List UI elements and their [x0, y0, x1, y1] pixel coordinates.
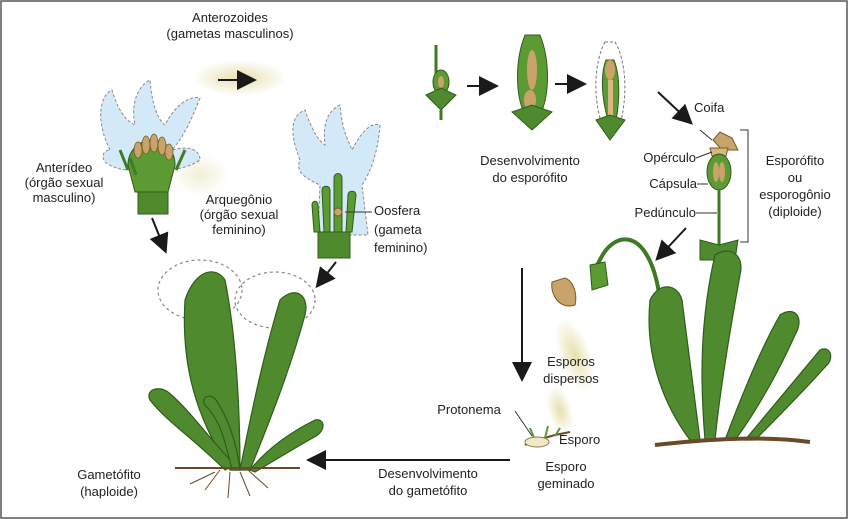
label-anterideo-3: masculino)	[33, 190, 96, 205]
label-arquegonio-3: feminino)	[212, 222, 265, 237]
label-esporo: Esporo	[559, 432, 600, 447]
label-oosfera: Oosfera	[374, 203, 421, 218]
label-anterideo: Anterídeo	[36, 160, 92, 175]
label-coifa: Coifa	[694, 100, 725, 115]
label-esporos-dispersos-2: dispersos	[543, 371, 599, 386]
label-esporofito-ou: ou	[788, 170, 802, 185]
label-esporofito: Esporófito	[766, 153, 825, 168]
label-esporos-dispersos: Esporos	[547, 354, 595, 369]
label-diploide: (diploide)	[768, 204, 821, 219]
label-operculo: Opérculo	[643, 150, 696, 165]
label-esporogonio: esporogônio	[759, 187, 831, 202]
label-desenvolvimento-esporofito: Desenvolvimento	[480, 153, 580, 168]
label-haploide: (haploide)	[80, 484, 138, 499]
label-desenvolvimento-gametofito: Desenvolvimento	[378, 466, 478, 481]
label-arquegonio: Arquegônio	[206, 192, 273, 207]
label-protonema: Protonema	[437, 402, 501, 417]
label-esporo-germinado: Esporo	[545, 459, 586, 474]
label-arquegonio-2: (órgão sexual	[200, 207, 279, 222]
label-pedunculo: Pedúnculo	[635, 205, 696, 220]
label-esporo-germinado-2: geminado	[537, 476, 594, 491]
label-desenvolvimento-esporofito-2: do esporófito	[492, 170, 567, 185]
label-capsula: Cápsula	[649, 176, 697, 191]
label-desenvolvimento-gametofito-2: do gametófito	[389, 483, 468, 498]
label-gametas-masculinos: (gametas masculinos)	[166, 26, 293, 41]
label-oosfera-2: (gameta	[374, 222, 422, 237]
label-anterideo-2: (órgão sexual	[25, 175, 104, 190]
label-anterozoides: Anterozoides	[192, 10, 268, 25]
label-gametofito: Gametófito	[77, 467, 141, 482]
label-oosfera-3: feminino)	[374, 240, 427, 255]
